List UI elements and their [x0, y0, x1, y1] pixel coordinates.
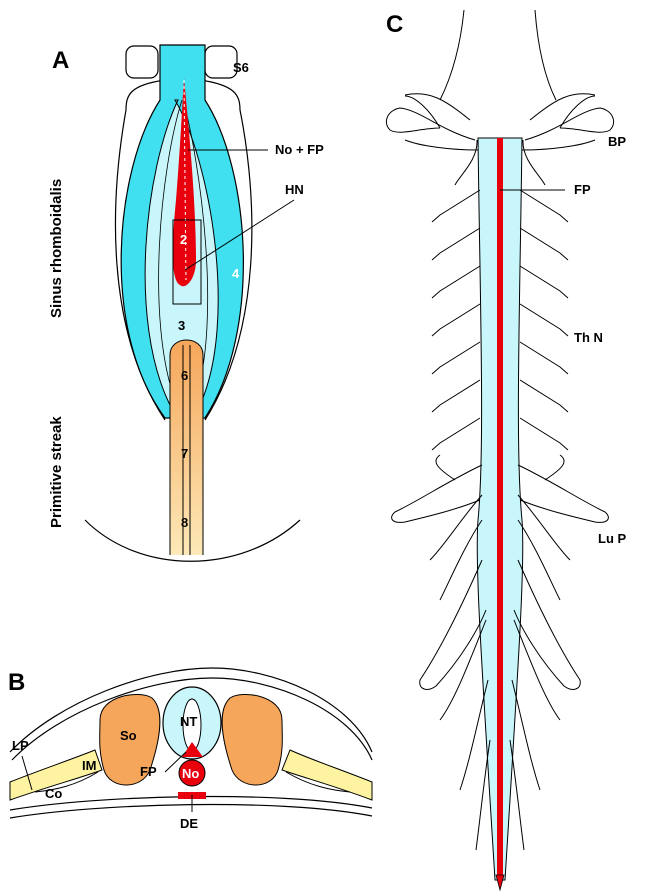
lumbar-plexus-left [392, 455, 482, 600]
region-number-5: 5 [230, 365, 237, 380]
label-thn: Th N [574, 330, 603, 345]
panel-c: C [386, 10, 626, 890]
label-fp-c: FP [574, 182, 591, 197]
region-number-2: 2 [180, 232, 187, 247]
brachial-plexus-right [522, 94, 614, 150]
label-lp: LP [12, 738, 29, 753]
panel-a-letter: A [52, 47, 69, 74]
label-im: IM [82, 758, 96, 773]
label-sinus-rhomboidalis: Sinus rhomboidalis [48, 179, 65, 318]
label-primitive-streak: Primitive streak [48, 416, 65, 528]
label-lup: Lu P [598, 531, 626, 546]
panel-a: A S6 No + FP HN [48, 45, 324, 561]
label-nt: NT [180, 714, 197, 729]
label-s6: S6 [233, 60, 249, 75]
thoracic-nerves-left [432, 190, 480, 450]
thoracic-nerves-right [520, 190, 568, 450]
label-so: So [120, 728, 137, 743]
region-number-8: 8 [181, 515, 188, 530]
label-co: Co [45, 786, 62, 801]
label-bp: BP [608, 134, 626, 149]
lumbar-plexus-right [518, 455, 608, 600]
somite-left [126, 46, 158, 78]
label-de: DE [180, 816, 198, 831]
label-fp: FP [140, 764, 157, 779]
panel-b-letter: B [8, 669, 25, 696]
region-number-7: 7 [181, 446, 188, 461]
label-no-fp: No + FP [275, 142, 324, 157]
cervical-roots [440, 10, 556, 100]
region-number-4: 4 [232, 266, 240, 281]
panel-c-letter: C [386, 11, 403, 38]
floor-plate-tip [496, 875, 504, 890]
brachial-plexus-left [386, 94, 478, 150]
label-no: No [182, 766, 199, 781]
somite-right [222, 694, 282, 785]
lateral-plate-right [282, 750, 372, 800]
panel-b: B NT So IM LP Co FP No DE [8, 668, 372, 831]
region-number-6: 6 [181, 368, 188, 383]
label-hn: HN [285, 182, 304, 197]
region-number-3: 3 [178, 318, 185, 333]
